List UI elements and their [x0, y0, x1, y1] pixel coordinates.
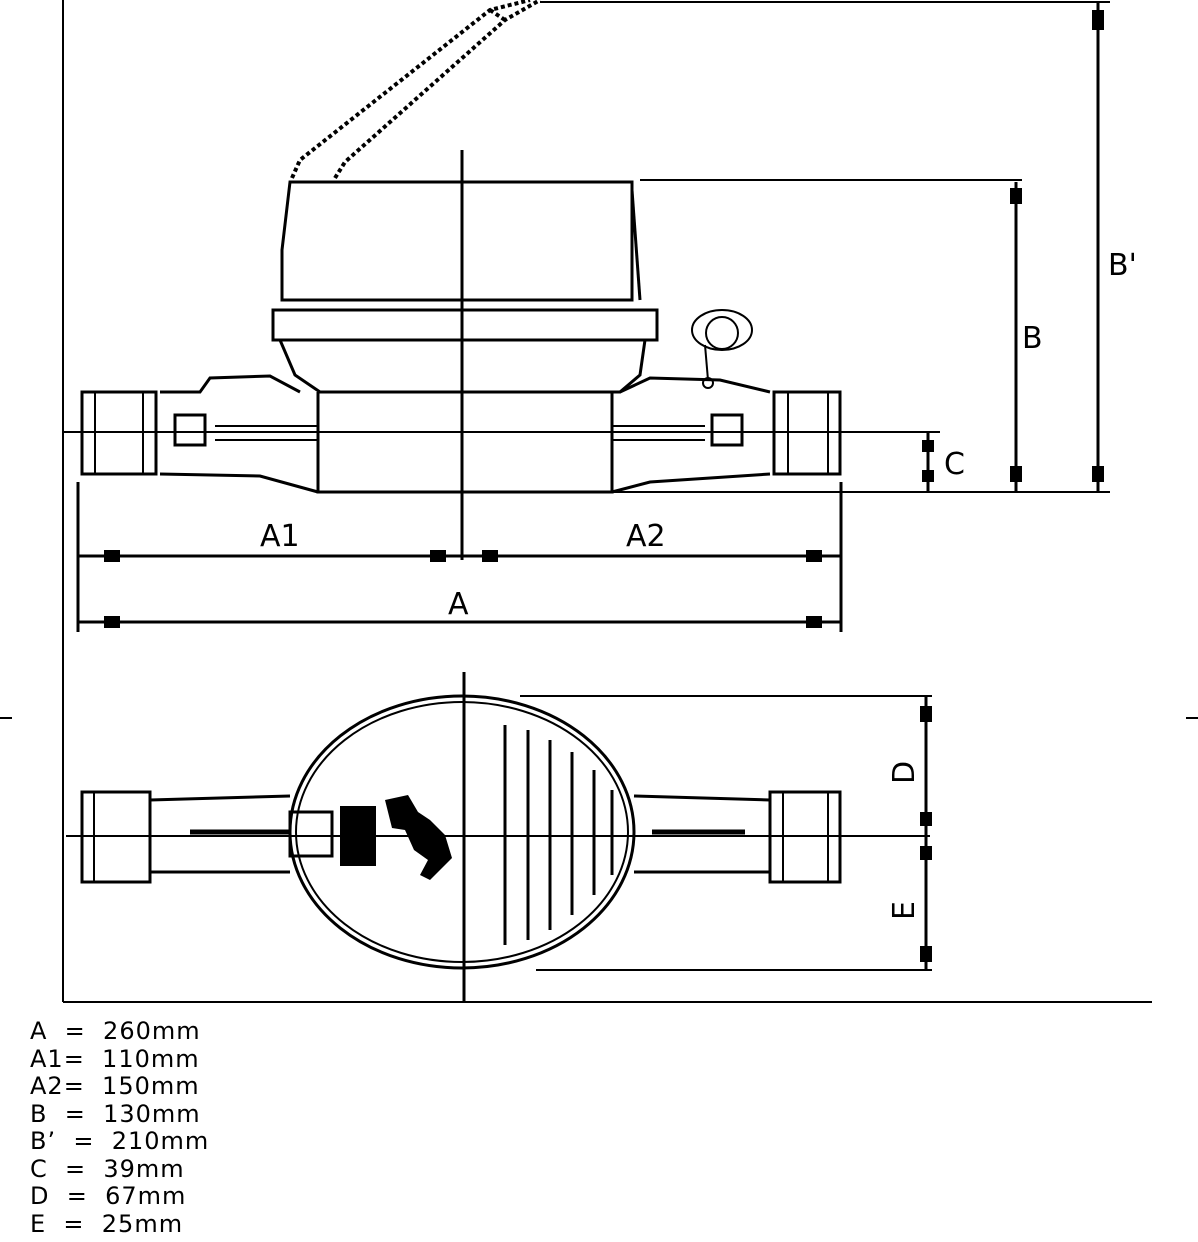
- meter-top-view: [66, 672, 932, 1002]
- label-d: D: [887, 761, 922, 784]
- side-dimension-lines: [76, 1, 1110, 632]
- drawing-frame: [0, 0, 1198, 1003]
- register-head: [280, 180, 634, 302]
- legend-item: A1= 110mm: [30, 1044, 200, 1073]
- open-lid-outline: [290, 0, 541, 180]
- legend-item: A2= 150mm: [30, 1072, 200, 1100]
- label-a1: A1: [260, 519, 300, 554]
- label-c: C: [944, 447, 965, 482]
- register-gear-block: [340, 806, 376, 866]
- legend-item: C = 39mm: [30, 1154, 185, 1183]
- meter-side-view: [62, 0, 940, 560]
- label-a2: A2: [626, 519, 666, 554]
- register-gear-shape: [385, 795, 452, 880]
- right-fitting-square: [710, 413, 744, 447]
- left-fitting-square: [173, 413, 207, 447]
- register-ring: [271, 308, 659, 342]
- water-meter-drawing: A1 A2 A B B' C D E: [0, 0, 1198, 1003]
- dimension-legend: A = 260mm A1= 110mm A2= 150mm B = 130mm …: [30, 1017, 210, 1238]
- legend-item: B’ = 210mm: [30, 1127, 210, 1155]
- label-a: A: [448, 587, 469, 622]
- thread-lines: [215, 425, 705, 441]
- seal-tag: [691, 309, 753, 389]
- legend-item: B = 130mm: [30, 1099, 201, 1128]
- label-e: E: [887, 901, 922, 920]
- label-b-prime: B': [1108, 248, 1137, 283]
- legend-item: D = 67mm: [30, 1182, 187, 1210]
- legend-item: A = 260mm: [30, 1017, 201, 1045]
- dimension-arrow-marks: [104, 10, 1104, 628]
- legend-item: E = 25mm: [30, 1209, 184, 1238]
- label-b: B: [1022, 321, 1043, 356]
- top-dark-blocks: [340, 706, 932, 962]
